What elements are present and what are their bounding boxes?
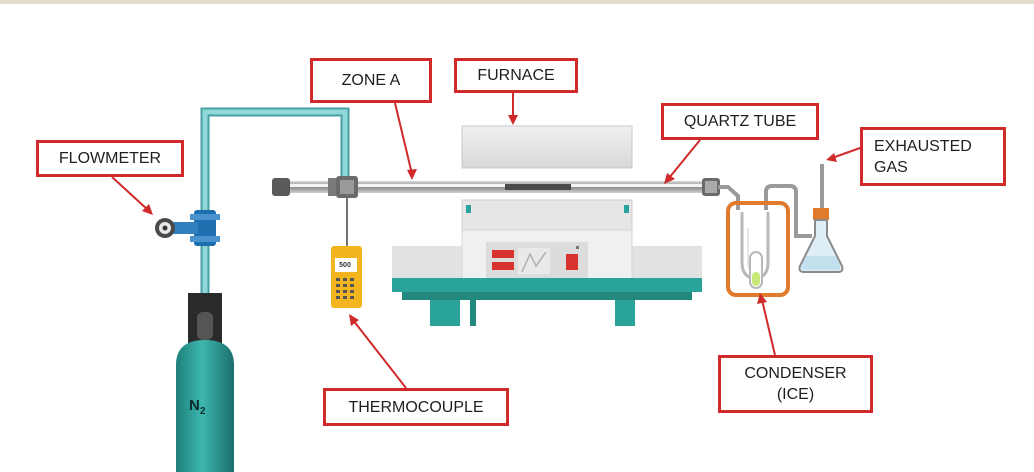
nitrogen-cylinder: [176, 293, 234, 472]
condenser-label: CONDENSER (ICE): [718, 355, 873, 413]
quartz-tube-label: QUARTZ TUBE: [661, 103, 819, 140]
tube-furnace: [392, 125, 702, 326]
nitrogen-label: N2: [189, 397, 206, 417]
thermocouple-display: 500: [339, 262, 351, 269]
flowmeter-label: FLOWMETER: [36, 140, 184, 177]
zone-a-label: ZONE A: [310, 58, 432, 103]
gas-line: [200, 107, 350, 295]
exit-tubing: [718, 164, 824, 238]
quartz-tube: [272, 176, 720, 198]
flowmeter-icon: [155, 210, 220, 246]
label-pointer-arrows: [111, 93, 861, 389]
condenser-u-tube: [726, 201, 790, 297]
thermocouple-label: THERMOCOUPLE: [323, 388, 509, 426]
exhausted-gas-label: EXHAUSTED GAS: [860, 127, 1006, 186]
exhaust-flask: [798, 208, 844, 273]
furnace-label: FURNACE: [454, 58, 578, 93]
top-border: [0, 0, 1034, 4]
thermocouple-meter: [331, 198, 362, 308]
